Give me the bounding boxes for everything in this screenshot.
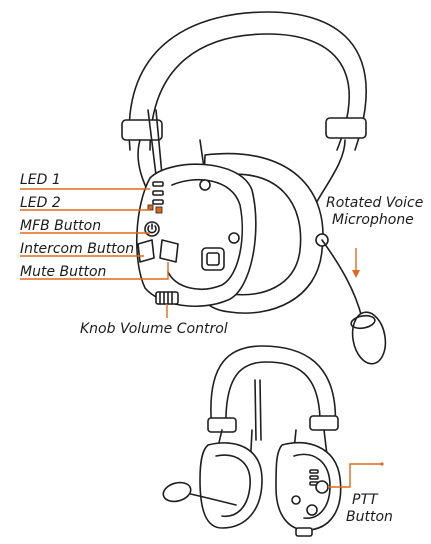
headband-clip-left [121,119,163,141]
mic-foam [351,311,387,365]
headband-outer [128,11,367,151]
led-2 [152,190,164,196]
ear-cup-shell [136,163,257,307]
label-mic-line1: Rotated Voice [326,195,424,211]
label-knob-volume-control: Knob Volume Control [80,321,228,337]
label-mic-line2: Microphone [332,212,414,228]
leader-ptt-end [380,462,384,466]
knob-ridges [159,291,173,305]
small-cup-right-panel [293,453,331,519]
label-mfb-button: MFB Button [20,218,102,234]
ptt-button [315,480,329,494]
small-screw-b [306,504,318,516]
intercom-button [137,239,155,263]
small-cup-left [199,442,263,529]
small-knob [295,527,313,537]
small-screw-a [291,495,301,505]
power-icon [147,223,157,234]
antenna [147,109,163,176]
ear-cushion-inner [221,173,302,296]
screw-left [199,179,211,191]
label-ptt-line1: PTT [352,492,378,508]
led-row-3 [152,199,164,205]
small-headset [162,345,342,537]
small-cup-left-inner [215,454,251,517]
small-led-2 [309,475,319,480]
leader-lines [20,188,360,318]
leader-mute [20,262,169,280]
side-square-button-inner [206,252,220,266]
mute-button [159,239,179,263]
small-headband-inner [225,361,321,431]
small-headband-outer [210,345,337,431]
large-headset [121,11,387,365]
mic-foam-rim [350,314,376,330]
leader-ptt [328,463,382,488]
ear-cup-panel [167,179,243,290]
small-mic-foam [162,481,192,503]
led-1 [152,181,164,187]
headband-clip-right [325,117,367,139]
label-mute-button: Mute Button [20,264,107,280]
leader-mic-arrow [352,270,360,278]
label-led2: LED 2 [20,195,61,211]
led-orange-b [155,206,163,214]
side-square-button [201,247,225,271]
small-led-1 [309,469,319,474]
label-ptt-line2: Button [346,509,393,525]
small-antenna [254,379,262,441]
small-clip-right [309,415,339,431]
mic-boom [321,239,363,319]
led-orange-a [147,204,154,211]
screw-right [228,232,240,244]
label-led1: LED 1 [20,172,61,188]
label-intercom-button: Intercom Button [20,241,135,257]
headband-inner [149,33,350,151]
